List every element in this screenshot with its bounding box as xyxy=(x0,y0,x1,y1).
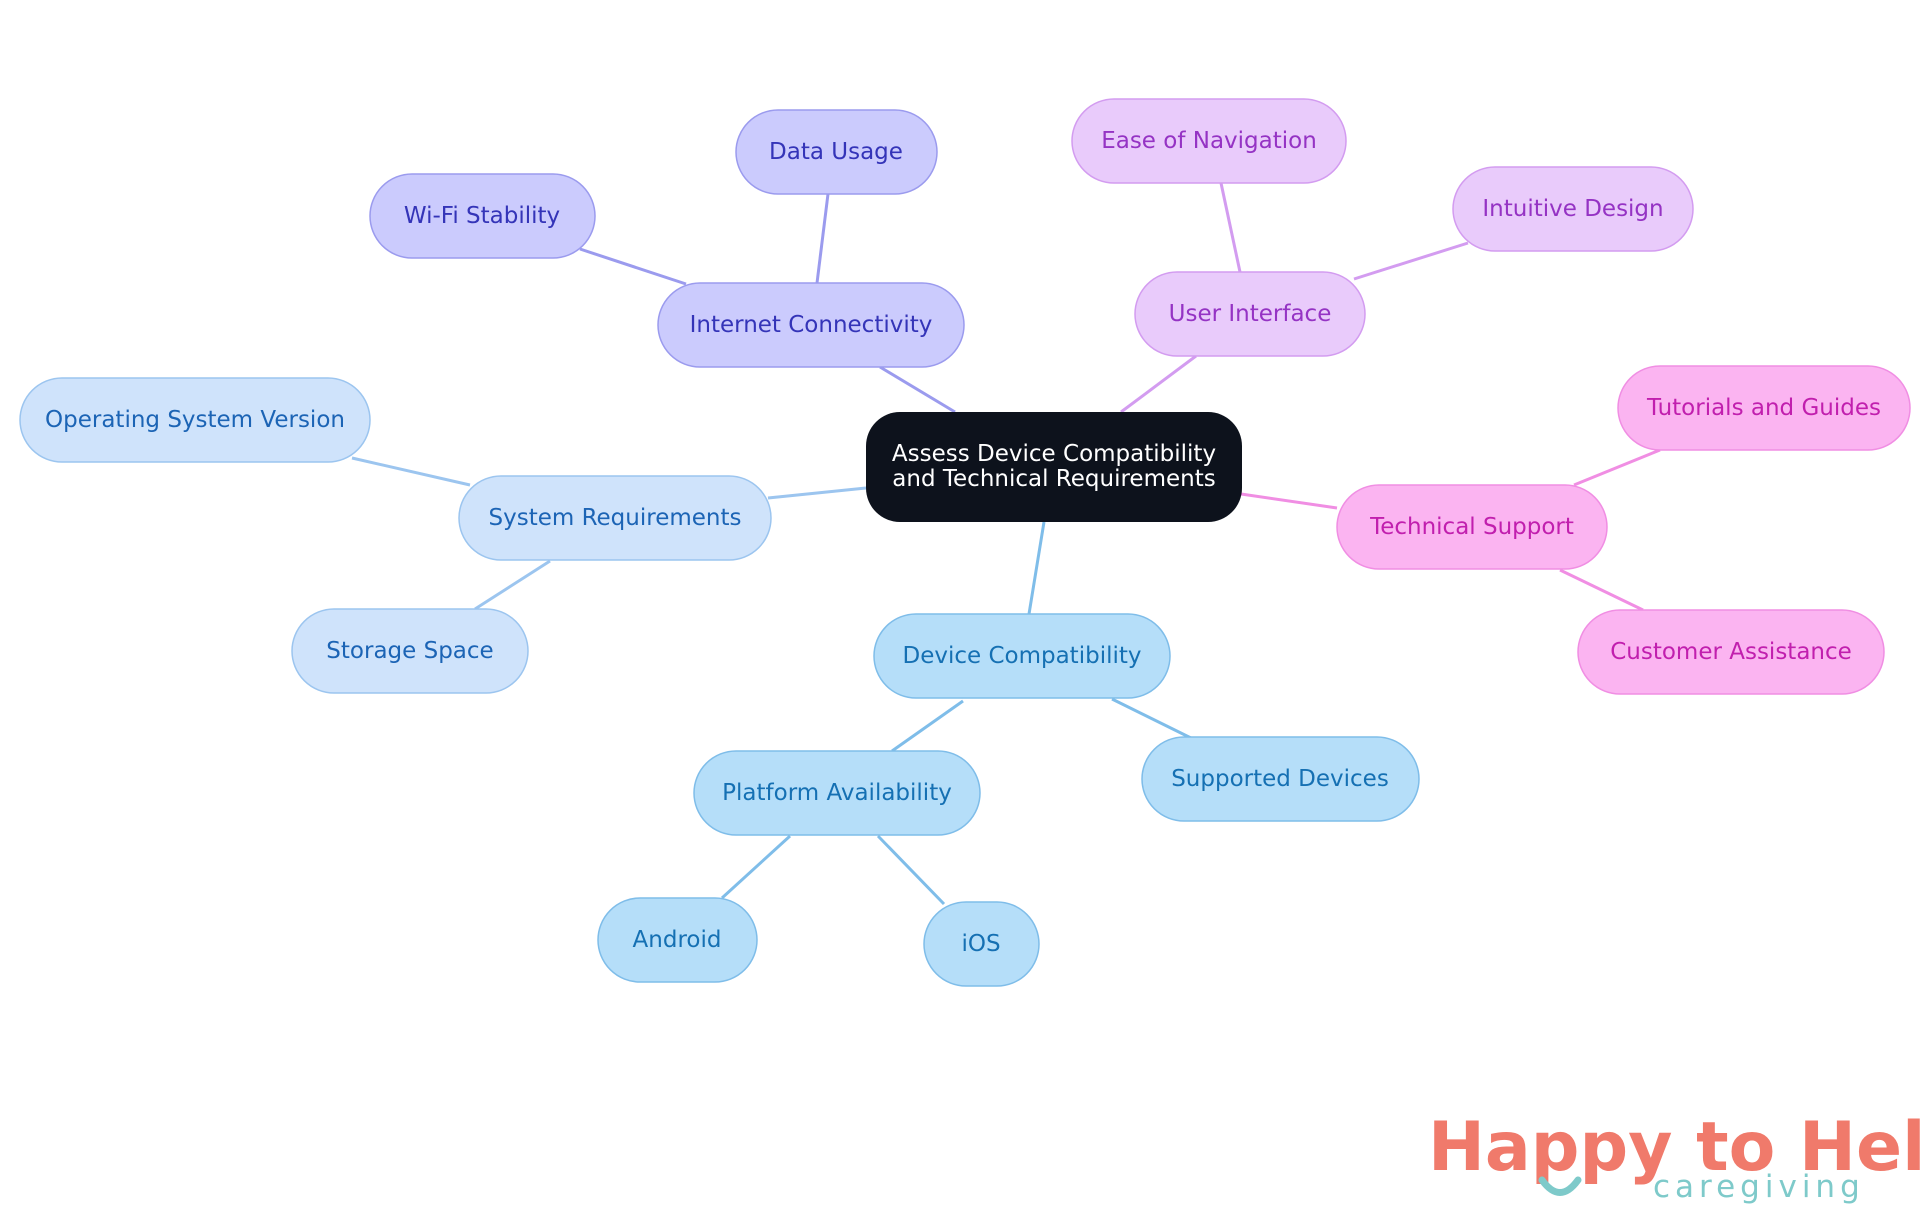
connector-root-internet xyxy=(879,365,956,414)
logo-subtitle: caregiving xyxy=(1653,1169,1865,1205)
node-device-compatibility-label: Device Compatibility xyxy=(902,643,1141,669)
node-operating-system-version-label: Operating System Version xyxy=(45,407,345,433)
connector-support-tutorials xyxy=(1573,448,1661,487)
node-customer-assistance-label: Customer Assistance xyxy=(1610,639,1852,665)
connector-internet-wifi xyxy=(579,247,687,286)
node-tutorials-and-guides[interactable]: Tutorials and Guides xyxy=(1617,365,1911,451)
node-data-usage-label: Data Usage xyxy=(769,139,903,165)
node-root-label-line1: Assess Device Compatibility xyxy=(892,441,1216,467)
connector-support-customer xyxy=(1559,568,1644,612)
node-root[interactable]: Assess Device Compatibility and Technica… xyxy=(866,412,1242,522)
node-technical-support-label: Technical Support xyxy=(1369,514,1574,540)
node-user-interface[interactable]: User Interface xyxy=(1134,271,1366,357)
node-internet-connectivity-label: Internet Connectivity xyxy=(690,312,933,338)
smile-icon xyxy=(1538,1176,1582,1196)
connector-platform-ios xyxy=(876,834,946,906)
node-storage-space-label: Storage Space xyxy=(326,638,493,664)
node-technical-support[interactable]: Technical Support xyxy=(1336,484,1608,570)
logo-wordmark: Happy to Help xyxy=(1428,1108,1920,1187)
node-supported-devices[interactable]: Supported Devices xyxy=(1141,736,1420,822)
logo-word-to-help: to Help xyxy=(1672,1108,1920,1187)
node-ios-label: iOS xyxy=(961,931,1000,957)
node-ease-of-navigation-label: Ease of Navigation xyxy=(1101,128,1317,154)
node-storage-space[interactable]: Storage Space xyxy=(291,608,529,694)
node-intuitive-design-label: Intuitive Design xyxy=(1482,196,1663,222)
connector-system-os xyxy=(351,456,471,487)
node-supported-devices-label: Supported Devices xyxy=(1171,766,1389,792)
node-tutorials-and-guides-label: Tutorials and Guides xyxy=(1646,395,1881,421)
connector-root-support xyxy=(1240,492,1338,510)
connector-device-supported xyxy=(1111,697,1192,740)
connector-device-platform xyxy=(891,699,964,753)
connector-internet-datausage xyxy=(815,193,830,284)
connector-root-system xyxy=(767,486,867,500)
node-platform-availability[interactable]: Platform Availability xyxy=(693,750,981,836)
node-wifi-stability-label: Wi-Fi Stability xyxy=(404,203,560,229)
connector-system-storage xyxy=(474,559,551,611)
happy-to-help-logo: Happy to Help caregiving xyxy=(1428,1108,1920,1205)
connector-root-device xyxy=(1027,521,1046,615)
node-android[interactable]: Android xyxy=(597,897,758,983)
node-internet-connectivity[interactable]: Internet Connectivity xyxy=(657,282,965,368)
node-data-usage[interactable]: Data Usage xyxy=(735,109,938,195)
connectors xyxy=(351,182,1661,906)
node-customer-assistance[interactable]: Customer Assistance xyxy=(1577,609,1885,695)
node-root-label-line2: and Technical Requirements xyxy=(892,466,1215,492)
connector-platform-android xyxy=(720,834,792,900)
node-ios[interactable]: iOS xyxy=(923,901,1040,987)
node-system-requirements-label: System Requirements xyxy=(489,505,742,531)
connector-ui-ease xyxy=(1219,182,1242,273)
logo-word-happy: Happy xyxy=(1428,1108,1672,1187)
node-system-requirements[interactable]: System Requirements xyxy=(458,475,772,561)
node-ease-of-navigation[interactable]: Ease of Navigation xyxy=(1071,98,1347,184)
node-intuitive-design[interactable]: Intuitive Design xyxy=(1452,166,1694,252)
connector-ui-intuitive xyxy=(1353,241,1469,281)
connector-root-ui xyxy=(1120,354,1197,414)
node-platform-availability-label: Platform Availability xyxy=(722,780,952,806)
node-user-interface-label: User Interface xyxy=(1169,301,1332,327)
node-wifi-stability[interactable]: Wi-Fi Stability xyxy=(369,173,596,259)
node-android-label: Android xyxy=(633,927,722,953)
node-operating-system-version[interactable]: Operating System Version xyxy=(19,377,371,463)
node-device-compatibility[interactable]: Device Compatibility xyxy=(873,613,1171,699)
